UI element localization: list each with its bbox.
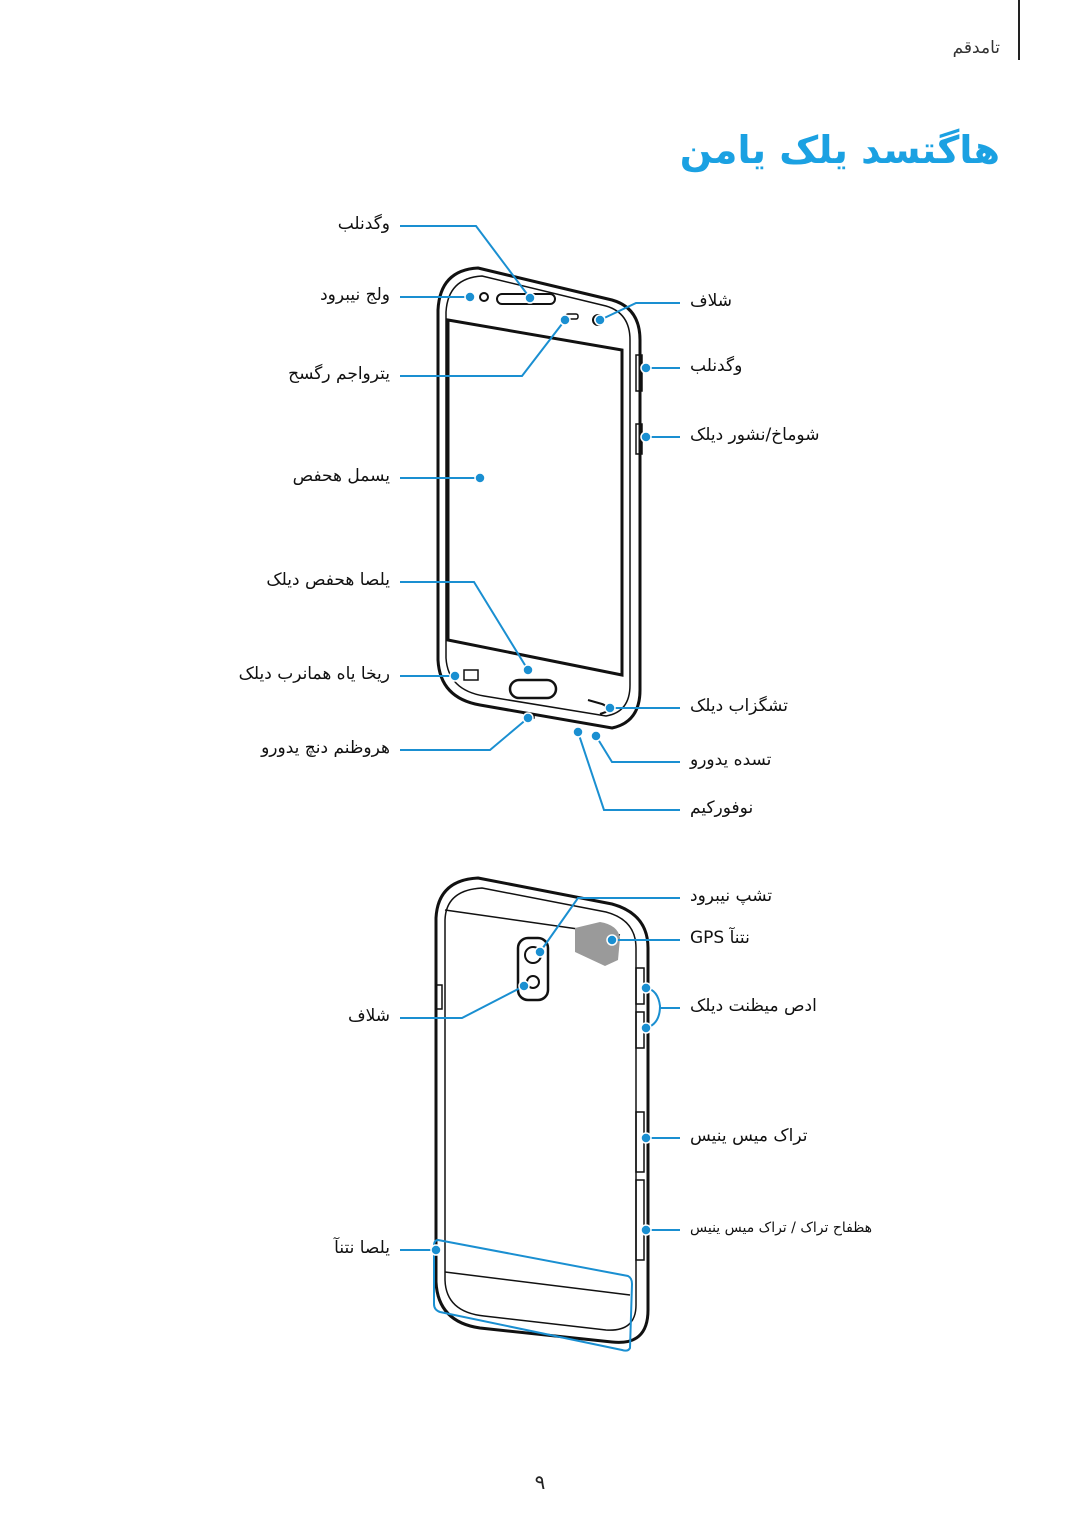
label-gps-antenna: GPS نتنآ [690,928,750,948]
header-divider [1018,0,1020,60]
label-flash-front: شلاف [690,291,733,311]
gps-antenna-area [575,922,620,966]
label-microphone: نوفورکیم [690,798,754,818]
label-rear-camera: تشپ نیبرود [690,886,773,906]
label-main-antenna: یلصا نتنآ [334,1238,390,1258]
label-power-key: شوماخ/نشور دیلک [690,425,820,445]
back-phone-illustration [434,876,650,1344]
callout-lines [400,225,680,1251]
label-recent-apps-key: ریخا یاه همانرب دیلک [238,664,390,684]
callout-dots [430,291,652,1256]
label-back-key: تشگزاب دیلک [690,696,788,716]
label-multipurpose-jack: هروظنم دنچ یدورو [261,738,390,758]
label-sim-memory-card-tray: هظفاح تراک / تراک میس ینیس [690,1220,873,1236]
label-touch-screen: یسمل هحفص [292,466,390,486]
label-receiver: وگدنلب [337,214,390,234]
label-headset-jack: تسده یدورو [690,750,772,770]
page-title: هاگتسد یلک یامن [679,128,1000,172]
page-number: ۹ [534,1470,546,1494]
main-antenna-area [433,1238,634,1352]
label-flash-back: شلاف [347,1006,390,1026]
front-phone-illustration [436,266,643,730]
label-home-key: یلصا هحفص دیلک [266,570,390,590]
label-proximity-sensor: یتروا‌جم رگسح [288,364,390,384]
label-volume-key: ادص میظنت دیلک [690,996,817,1016]
label-front-camera: ولج نیبرود [320,285,390,305]
section-header: تامدقم [952,38,1000,58]
label-sim-card-tray: تراک میس ینیس [690,1126,808,1146]
label-speaker: وگدنلب [690,356,743,376]
